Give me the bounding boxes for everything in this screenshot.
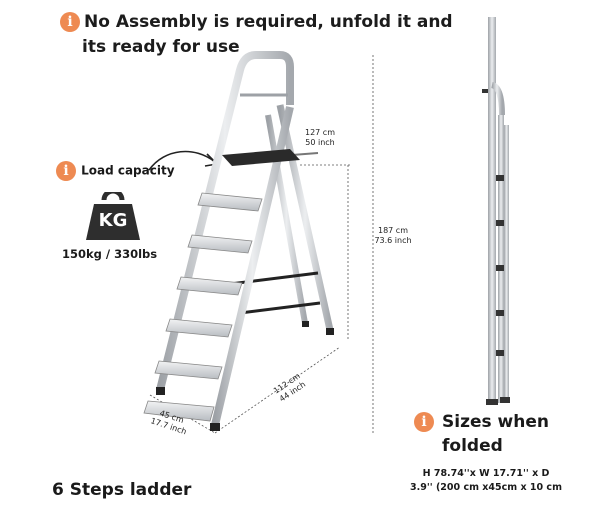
info-icon: i xyxy=(60,12,80,32)
ladder-illustration xyxy=(143,51,374,435)
folded-dimensions: H 78.74''x W 17.71'' x D 3.9'' (200 cm x… xyxy=(410,468,562,493)
headline-line-1: No Assembly is required, unfold it and xyxy=(84,12,453,32)
headline-line-2: its ready for use xyxy=(82,37,240,57)
folded-ladder-illustration xyxy=(482,17,510,405)
ladder-steps xyxy=(143,192,263,422)
info-icon: i xyxy=(56,160,76,181)
load-capacity-value: 150kg / 330lbs xyxy=(62,247,158,261)
kg-badge: KG xyxy=(98,210,128,231)
folded-title: Sizes when folded xyxy=(442,412,549,456)
headline-block: i No Assembly is required, unfold it and… xyxy=(60,10,453,60)
platform-height-label: 127 cm 50 inch xyxy=(304,128,335,147)
total-height-label: 187 cm 73.6 inch xyxy=(374,226,412,245)
weight-icon xyxy=(86,192,140,240)
product-title: 6 Steps ladder xyxy=(52,480,192,500)
info-icon: i xyxy=(414,412,434,432)
